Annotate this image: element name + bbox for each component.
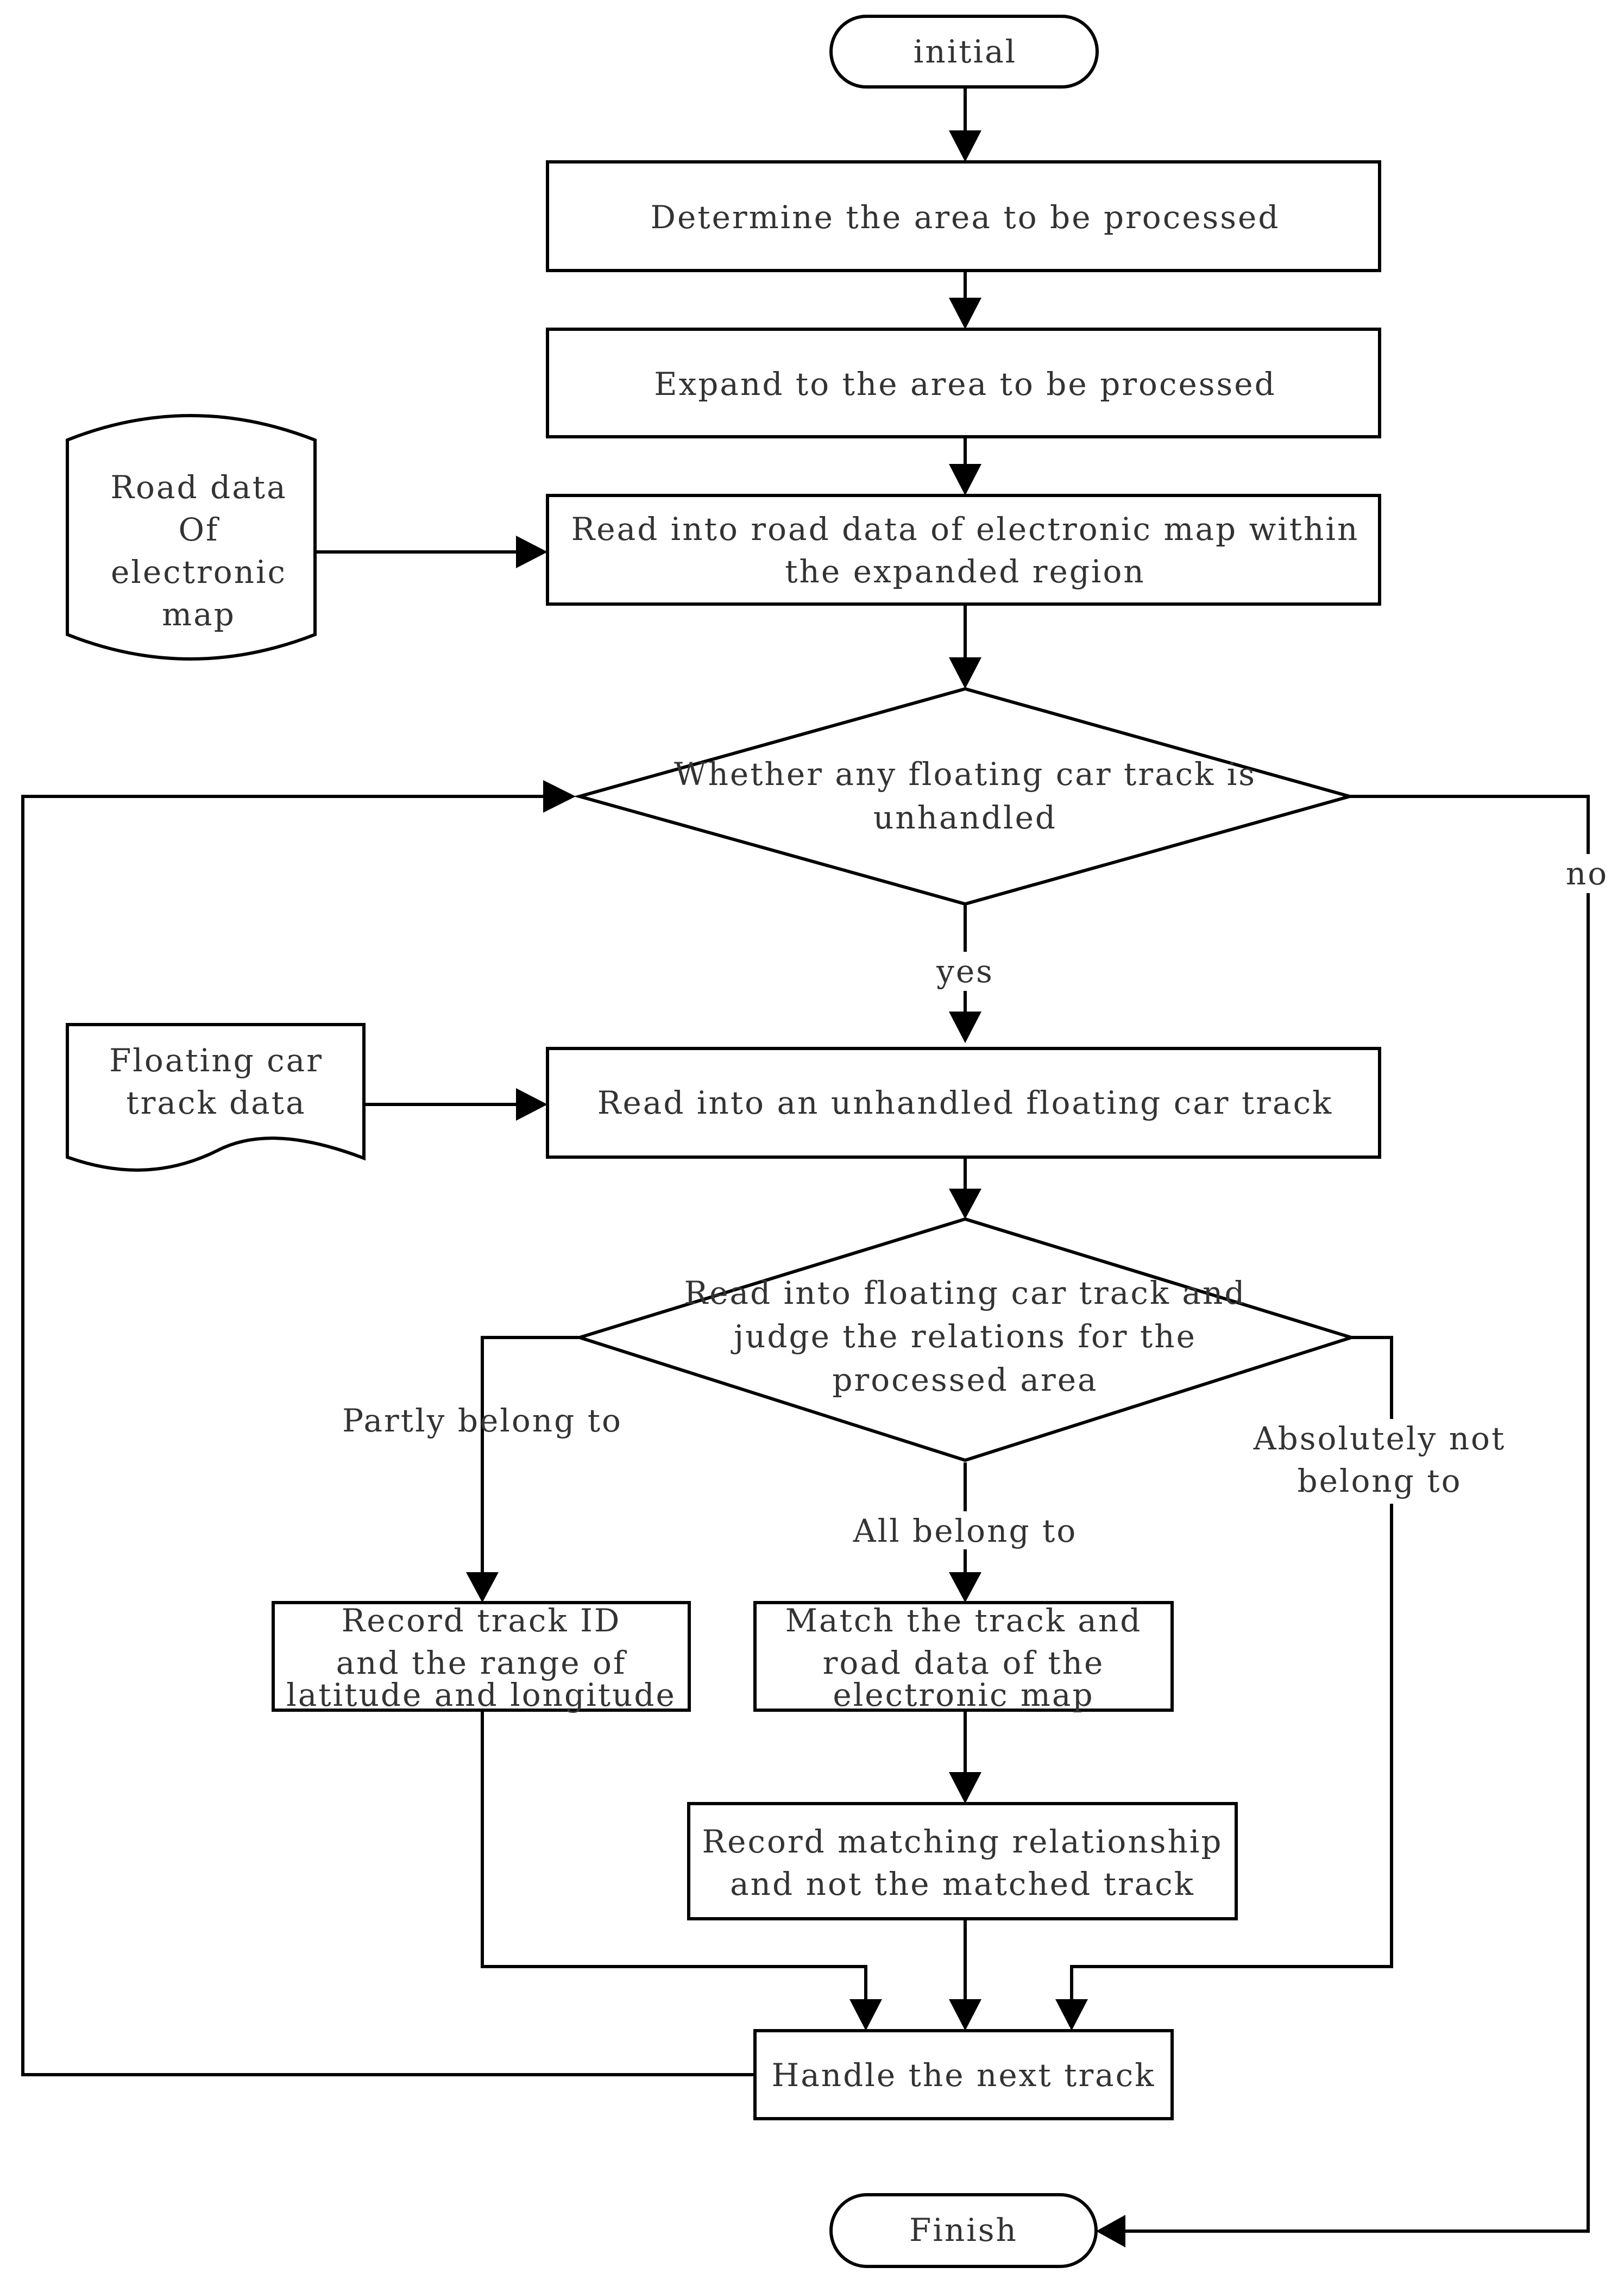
read-road-line1: Read into road data of electronic map wi… — [571, 511, 1359, 548]
floating-car-data-line2: track data — [126, 1084, 306, 1121]
next-label: Handle the next track — [772, 2057, 1156, 2094]
arrowhead — [949, 1772, 981, 1804]
record-partial-line2: and the range of — [336, 1644, 627, 1681]
road-data-store-line3: electronic — [111, 554, 287, 591]
node-road-data-store: Road data Of electronic map — [66, 414, 317, 661]
record-matching-line1: Record matching relationship — [702, 1823, 1223, 1860]
decision-relation-line2: judge the relations for the — [731, 1318, 1197, 1355]
node-record-matching: Record matching relationship and not the… — [687, 1802, 1238, 1920]
finish-label: Finish — [909, 2212, 1018, 2249]
node-floating-car-data: Floating car track data — [66, 1023, 366, 1172]
edge-decision-no — [1125, 795, 1590, 2233]
match-line1: Match the track and — [785, 1602, 1142, 1639]
arrowhead — [849, 1999, 882, 2031]
match-line3: electronic map — [833, 1676, 1094, 1713]
arrowhead — [466, 1572, 499, 1603]
decision-relation-line3: processed area — [832, 1361, 1098, 1398]
expand-label: Expand to the area to be processed — [654, 366, 1276, 403]
match-line2: road data of the — [823, 1644, 1105, 1681]
arrowhead — [516, 1088, 547, 1121]
node-decision-relation: Read into floating car track and judge t… — [574, 1217, 1357, 1462]
node-determine: Determine the area to be processed — [546, 160, 1381, 272]
node-next: Handle the next track — [753, 2029, 1174, 2120]
determine-label: Determine the area to be processed — [650, 199, 1280, 236]
node-expand: Expand to the area to be processed — [546, 328, 1381, 438]
arrowheads — [466, 130, 1125, 2247]
arrowhead — [949, 130, 981, 162]
node-finish: Finish — [829, 2193, 1098, 2268]
edge-partial-to-next — [481, 1711, 867, 1999]
arrowhead — [949, 298, 981, 329]
record-partial-line1: Record track ID — [342, 1602, 621, 1639]
arrowhead — [1055, 1999, 1088, 2031]
absolutely-not-line1: Absolutely not — [1253, 1420, 1506, 1457]
initial-label: initial — [914, 33, 1017, 70]
road-data-store-line2: Of — [178, 511, 219, 548]
edge-absolutely-not — [1070, 1336, 1393, 1999]
edge-partly — [481, 1336, 580, 1578]
node-match: Match the track and road data of the ele… — [753, 1601, 1174, 1713]
decision-unhandled-line1: Whether any floating car track is — [674, 756, 1256, 793]
arrowhead — [949, 1012, 981, 1043]
edge-labels: yes no Partly belong to All belong to Ab… — [342, 854, 1613, 1549]
absolutely-not-line2: belong to — [1297, 1462, 1462, 1499]
arrowhead — [516, 536, 547, 568]
read-road-line2: the expanded region — [785, 553, 1145, 590]
decision-relation-line1: Read into floating car track and — [684, 1274, 1247, 1311]
node-initial: initial — [829, 15, 1099, 89]
arrowhead — [543, 780, 576, 813]
record-partial-line3: latitude and longitude — [286, 1676, 676, 1713]
read-track-label: Read into an unhandled floating car trac… — [597, 1084, 1333, 1121]
no-label: no — [1566, 855, 1608, 892]
edge-next-loop-back — [21, 795, 755, 2076]
arrowhead — [949, 464, 981, 495]
partly-label: Partly belong to — [342, 1402, 622, 1439]
record-matching-line2: and not the matched track — [730, 1866, 1195, 1902]
arrowhead — [1096, 2215, 1125, 2247]
arrowhead — [949, 1572, 981, 1603]
yes-label: yes — [936, 953, 994, 990]
all-label: All belong to — [853, 1512, 1078, 1549]
node-record-partial: Record track ID and the range of latitud… — [272, 1601, 691, 1713]
node-decision-unhandled: Whether any floating car track is unhand… — [573, 687, 1356, 906]
arrowhead — [949, 1189, 981, 1219]
arrowhead — [949, 1999, 981, 2031]
decision-unhandled-line2: unhandled — [873, 799, 1057, 836]
node-read-road: Read into road data of electronic map wi… — [546, 494, 1381, 606]
road-data-store-line4: map — [162, 596, 236, 633]
node-read-track: Read into an unhandled floating car trac… — [546, 1047, 1381, 1159]
connectors — [21, 88, 1590, 2233]
floating-car-data-line1: Floating car — [109, 1042, 323, 1079]
road-data-store-line1: Road data — [110, 469, 287, 506]
arrowhead — [949, 657, 981, 689]
